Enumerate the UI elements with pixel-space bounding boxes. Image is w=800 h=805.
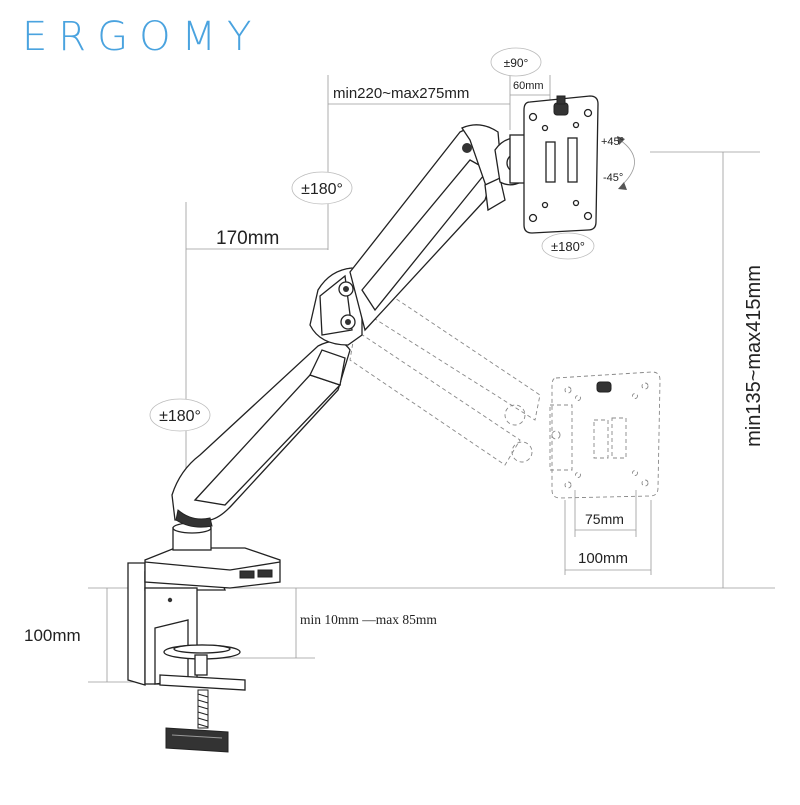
rotation-badge-top: ±90° [490, 47, 542, 77]
dimension-lines [88, 75, 775, 683]
arm-reach-label: min220~max275mm [333, 85, 469, 102]
arm-base [144, 522, 281, 589]
tilt-down-label: -45° [603, 172, 623, 184]
tilt-offset-label: 60mm [513, 80, 544, 92]
lowered-knob [596, 381, 612, 393]
base-swivel-label: ±180° [159, 408, 201, 425]
vesa-small-label: 75mm [585, 511, 624, 527]
elbow-swivel-label: ±180° [301, 181, 343, 198]
rotation-arrows [617, 136, 635, 190]
rotation-badge-base: ±180° [149, 398, 211, 432]
desk-clamp [127, 562, 246, 753]
lower-arm [171, 340, 351, 528]
upper-arm [349, 124, 506, 332]
clamp-range-label: min 10mm —max 85mm [300, 612, 437, 627]
vesa-large-label: 100mm [578, 550, 628, 567]
top-tilt-label: ±90° [504, 56, 529, 70]
rotation-badge-elbow: ±180° [291, 171, 353, 205]
vesa-swivel-label: ±180° [551, 239, 585, 254]
lowered-arm-outline [344, 267, 661, 499]
arm-segment-label: 170mm [216, 228, 279, 249]
elbow-joint [309, 267, 363, 346]
base-height-label: 100mm [24, 626, 81, 645]
tilt-up-label: +45° [601, 136, 624, 148]
brand-logo: ERGOMY [22, 14, 263, 60]
monitor-head [494, 95, 599, 234]
height-range-label: min135~max415mm [743, 265, 765, 447]
rotation-badge-vesa: ±180° [541, 232, 595, 260]
